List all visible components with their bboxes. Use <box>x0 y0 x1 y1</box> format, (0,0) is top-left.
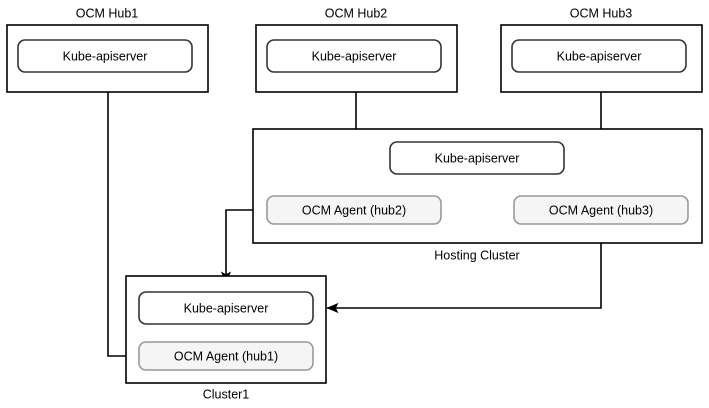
node-label-cluster1-apiserver: Kube-apiserver <box>184 301 269 315</box>
node-label-hub1-apiserver: Kube-apiserver <box>63 49 148 63</box>
node-box-agent-hub2[interactable] <box>266 195 442 225</box>
cluster-cluster1: Kube-apiserver OCM Agent (hub1) Cluster1 <box>125 275 327 401</box>
node-label-hub3-apiserver: Kube-apiserver <box>557 49 642 63</box>
node-box-hub3-apiserver[interactable] <box>511 39 687 73</box>
cluster-ocm-hub2: OCM Hub2 Kube-apiserver <box>255 6 458 93</box>
node-box-hub2-apiserver[interactable] <box>266 39 442 73</box>
node-label-agent-hub1: OCM Agent (hub1) <box>174 349 278 363</box>
node-label-hosting-apiserver: Kube-apiserver <box>435 151 520 165</box>
cluster-label-ocm-hub3: OCM Hub3 <box>570 6 633 20</box>
node-box-hosting-apiserver[interactable] <box>389 141 565 175</box>
cluster-ocm-hub1: OCM Hub1 Kube-apiserver <box>6 6 209 93</box>
cluster-ocm-hub3: OCM Hub3 Kube-apiserver <box>500 6 703 93</box>
node-label-agent-hub2: OCM Agent (hub2) <box>302 203 406 217</box>
cluster-label-ocm-hub1: OCM Hub1 <box>76 6 139 20</box>
cluster-hosting: Kube-apiserver OCM Agent (hub2) OCM Agen… <box>252 128 703 262</box>
cluster-label-hosting: Hosting Cluster <box>434 248 519 262</box>
node-box-cluster1-apiserver[interactable] <box>138 291 314 325</box>
node-label-hub2-apiserver: Kube-apiserver <box>312 49 397 63</box>
node-box-agent-hub3[interactable] <box>513 195 689 225</box>
node-label-agent-hub3: OCM Agent (hub3) <box>549 203 653 217</box>
cluster-label-cluster1: Cluster1 <box>203 387 250 401</box>
node-box-agent-hub1[interactable] <box>138 341 314 371</box>
cluster-label-ocm-hub2: OCM Hub2 <box>325 6 388 20</box>
node-box-hub1-apiserver[interactable] <box>17 39 193 73</box>
edge-agent-hub3-to-cluster1-apiserver <box>326 224 602 314</box>
